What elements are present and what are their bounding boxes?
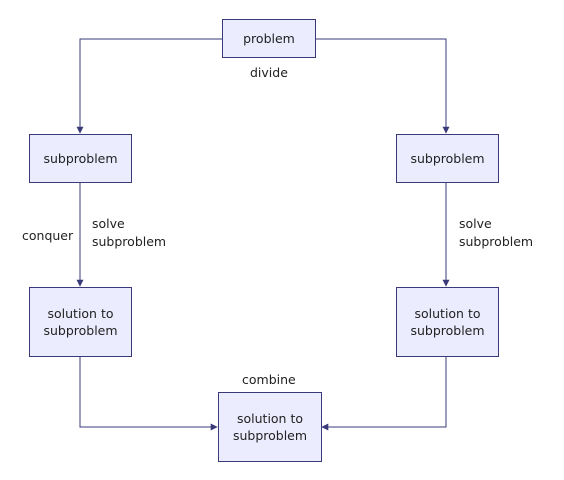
edge-solution-right-to-solution-bottom: [321, 357, 447, 431]
node-problem: problem: [222, 19, 316, 58]
label-solve-right: solve subproblem: [459, 216, 534, 249]
edge-problem-to-subproblem-left: [76, 38, 222, 134]
label-combine: combine: [242, 372, 296, 387]
label-solve-left: solve subproblem: [92, 216, 167, 249]
node-subproblem-left: subproblem: [29, 134, 132, 183]
node-subproblem-right: subproblem: [396, 134, 499, 183]
node-solution-combined: solution to subproblem: [218, 392, 322, 462]
node-solution-right: solution to subproblem: [396, 287, 499, 357]
node-solution-left: solution to subproblem: [29, 287, 132, 357]
edge-problem-to-subproblem-right: [316, 38, 450, 134]
label-divide: divide: [250, 65, 288, 80]
label-conquer: conquer: [22, 228, 74, 243]
edge-solution-left-to-solution-bottom: [79, 357, 218, 431]
